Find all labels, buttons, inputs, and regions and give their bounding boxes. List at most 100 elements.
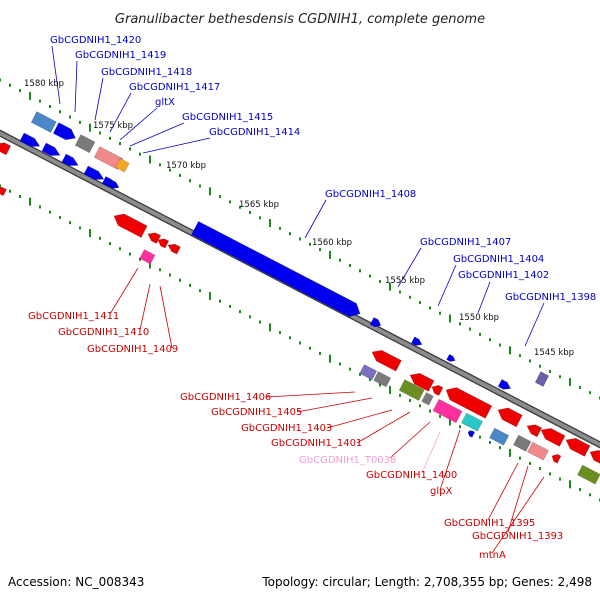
tick-mark <box>399 290 401 294</box>
gene-glpX-shape <box>489 427 510 446</box>
tick-mark <box>509 448 511 457</box>
gene-1401-box <box>398 379 425 401</box>
tick-mark <box>359 372 361 376</box>
gene-gltX-box-shape <box>115 158 130 173</box>
gene-1411-small <box>147 232 162 244</box>
tick-mark <box>59 215 61 219</box>
tick-mark <box>339 258 341 262</box>
kbp-label-1555: 1555 kbp <box>385 276 425 286</box>
label-leader-line <box>491 476 545 554</box>
label-leader-line <box>51 45 61 105</box>
label-leader-line <box>421 431 441 474</box>
tick-mark <box>229 304 231 308</box>
gene-right-edge-3-shape <box>589 450 600 464</box>
gene-1395-shape <box>513 434 532 452</box>
gene-edge-reverse-1-shape <box>0 142 12 156</box>
gene-label-1400: GbCGDNIH1_1400 <box>366 470 457 481</box>
gene-1417-upper-shape <box>19 132 41 147</box>
tick-mark <box>199 184 201 188</box>
tick-mark <box>179 278 181 282</box>
tick-mark <box>379 279 381 283</box>
gene-1417-lower <box>41 142 61 156</box>
gene-1410-shape <box>157 238 170 249</box>
tick-mark <box>379 383 381 387</box>
gene-1401-shape <box>421 392 434 406</box>
gene-1410 <box>157 238 170 249</box>
gene-1401 <box>421 392 434 406</box>
gene-edge-reverse-2 <box>0 186 7 197</box>
tick-mark <box>0 78 1 82</box>
tick-mark <box>449 417 451 426</box>
gene-mtnA <box>540 428 566 447</box>
gene-1408-tail <box>369 317 382 328</box>
gene-T0038-box-shape <box>461 412 483 432</box>
tick-mark <box>399 393 401 397</box>
tick-mark <box>309 242 311 246</box>
gene-right-edge-1-shape <box>565 438 591 457</box>
gene-gltX <box>61 153 79 166</box>
tick-mark <box>549 370 551 373</box>
tick-mark <box>579 385 581 389</box>
tick-mark <box>569 480 571 489</box>
tick-mark <box>489 338 491 342</box>
map-title: Granulibacter bethesdensis CGDNIH1, comp… <box>115 12 485 27</box>
gene-1409 <box>167 243 181 255</box>
gene-label-1410: GbCGDNIH1_1410 <box>58 327 149 338</box>
kbp-label-1550: 1550 kbp <box>459 313 499 323</box>
tick-mark <box>539 467 541 471</box>
tick-mark <box>429 306 431 310</box>
label-leader-line <box>139 283 151 331</box>
gene-label-1420: GbCGDNIH1_1420 <box>50 35 141 46</box>
label-leader-line <box>304 199 327 239</box>
gene-label-1417: GbCGDNIH1_1417 <box>129 82 220 93</box>
gene-label-1404: GbCGDNIH1_1404 <box>453 254 544 265</box>
tick-mark <box>0 184 1 188</box>
tick-mark <box>9 189 11 193</box>
tick-mark <box>519 354 521 358</box>
gene-1420 <box>30 111 57 133</box>
gene-label-1407: GbCGDNIH1_1407 <box>420 237 511 248</box>
tick-mark <box>219 195 221 199</box>
gene-label-1414: GbCGDNIH1_1414 <box>209 127 300 138</box>
label-leader-line <box>94 77 104 121</box>
gene-1404 <box>446 353 456 362</box>
tick-mark <box>539 364 541 368</box>
tick-mark <box>389 386 391 395</box>
tick-mark <box>179 173 181 177</box>
gene-1410-box <box>139 249 156 265</box>
tick-mark <box>409 399 411 403</box>
tick-mark <box>69 115 71 119</box>
tick-mark <box>589 493 591 497</box>
gene-1393-shape <box>527 441 549 461</box>
tick-layer <box>0 78 600 502</box>
label-leader-line <box>142 137 211 154</box>
tick-mark <box>269 323 271 332</box>
label-leader-line <box>389 421 431 459</box>
gene-1418-shape <box>74 134 96 154</box>
gene-label-1395: GbCGDNIH1_1395 <box>444 518 535 529</box>
gene-mtnA-small <box>551 453 562 464</box>
tick-mark <box>19 194 21 198</box>
gene-edge-reverse-1 <box>0 142 12 156</box>
tick-mark <box>569 378 571 387</box>
gene-1411 <box>113 213 148 238</box>
gene-right-edge-2-shape <box>577 464 600 485</box>
gene-1417-upper <box>19 132 41 147</box>
gene-1400-shape <box>445 387 493 419</box>
tick-mark <box>19 89 21 93</box>
gene-label-1408: GbCGDNIH1_1408 <box>325 189 416 200</box>
tick-mark <box>89 229 91 238</box>
tick-mark <box>519 456 521 460</box>
tick-mark <box>589 391 591 395</box>
gene-1393 <box>527 441 549 461</box>
tick-mark <box>419 404 421 408</box>
gene-small-forward <box>107 179 120 189</box>
label-leader-line <box>109 92 132 133</box>
tick-mark <box>139 152 141 156</box>
tick-mark <box>169 168 171 172</box>
kbp-label-1545: 1545 kbp <box>534 348 574 358</box>
tick-mark <box>549 472 551 476</box>
gene-glpX <box>489 427 510 446</box>
tick-mark <box>289 336 291 340</box>
kbp-label-1560: 1560 kbp <box>312 238 352 248</box>
